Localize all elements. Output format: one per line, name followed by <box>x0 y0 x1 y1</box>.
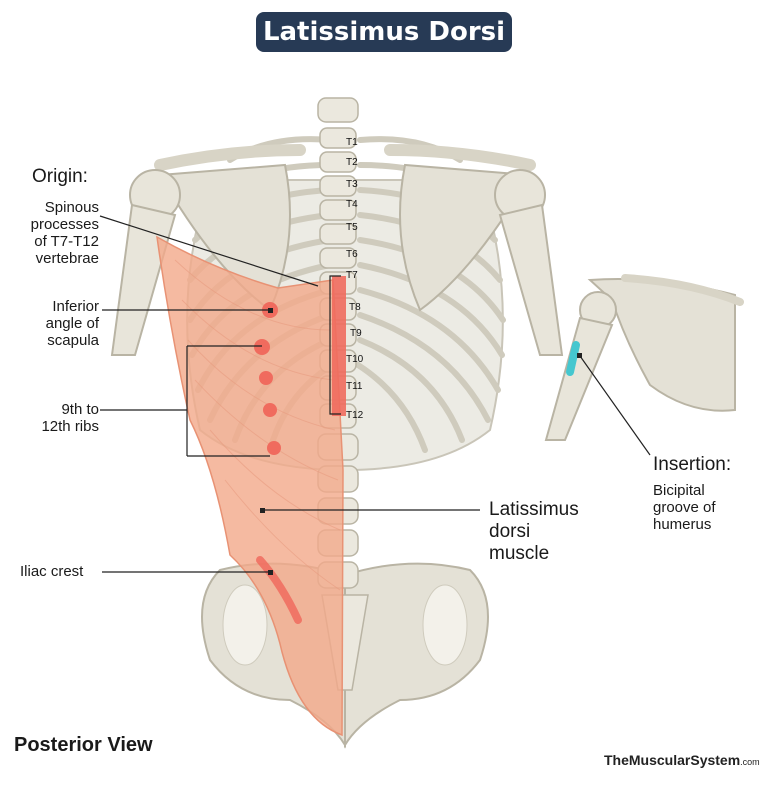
vertebra-label-t5: T5 <box>346 222 358 233</box>
shoulder-inset <box>544 274 744 441</box>
insertion-detail-label: Bicipital groove of humerus <box>653 482 716 533</box>
insertion-heading: Insertion: <box>653 454 732 475</box>
iliac-crest-label: Iliac crest <box>20 563 84 580</box>
vertebra-label-t3: T3 <box>346 179 358 190</box>
vertebra-label-t1: T1 <box>346 137 358 148</box>
vertebra-label-t11: T11 <box>346 381 363 392</box>
leader-lines <box>99 215 651 573</box>
vertebra-label-t10: T10 <box>346 354 364 365</box>
muscle-fibers <box>174 259 341 591</box>
bicipital-groove-marker <box>566 341 580 376</box>
humerus-right <box>498 203 564 356</box>
vertebra-label-t12: T12 <box>346 410 364 421</box>
ribs-label: 9th to 12th ribs <box>41 401 99 435</box>
spinous-process-origin-marker <box>332 276 346 416</box>
view-label: Posterior View <box>14 734 153 756</box>
spinous-processes-label: Spinous processes of T7-T12 vertebrae <box>30 199 99 267</box>
vertebra-label-t7: T7 <box>346 270 358 281</box>
clavicle-left <box>154 144 306 171</box>
vertebra-label-t4: T4 <box>346 199 358 210</box>
vertebra-label-t9: T9 <box>350 328 362 339</box>
page-title: Latissimus Dorsi <box>256 12 512 52</box>
vertebra-label-t8: T8 <box>349 302 361 313</box>
vertebra-label-t2: T2 <box>346 157 358 168</box>
inferior-angle-label: Inferior angle of scapula <box>45 298 99 349</box>
clavicle-right <box>384 144 536 171</box>
muscle-label: Latissimus dorsi muscle <box>489 499 579 564</box>
origin-heading: Origin: <box>32 166 88 187</box>
rib-origin-markers <box>254 302 281 455</box>
brand-logo: TheMuscularSystem.com <box>604 752 760 768</box>
pelvis-right <box>344 562 489 749</box>
vertebra-label-t6: T6 <box>346 249 358 260</box>
iliac-crest-marker <box>256 556 302 624</box>
leader-dots <box>260 308 582 575</box>
